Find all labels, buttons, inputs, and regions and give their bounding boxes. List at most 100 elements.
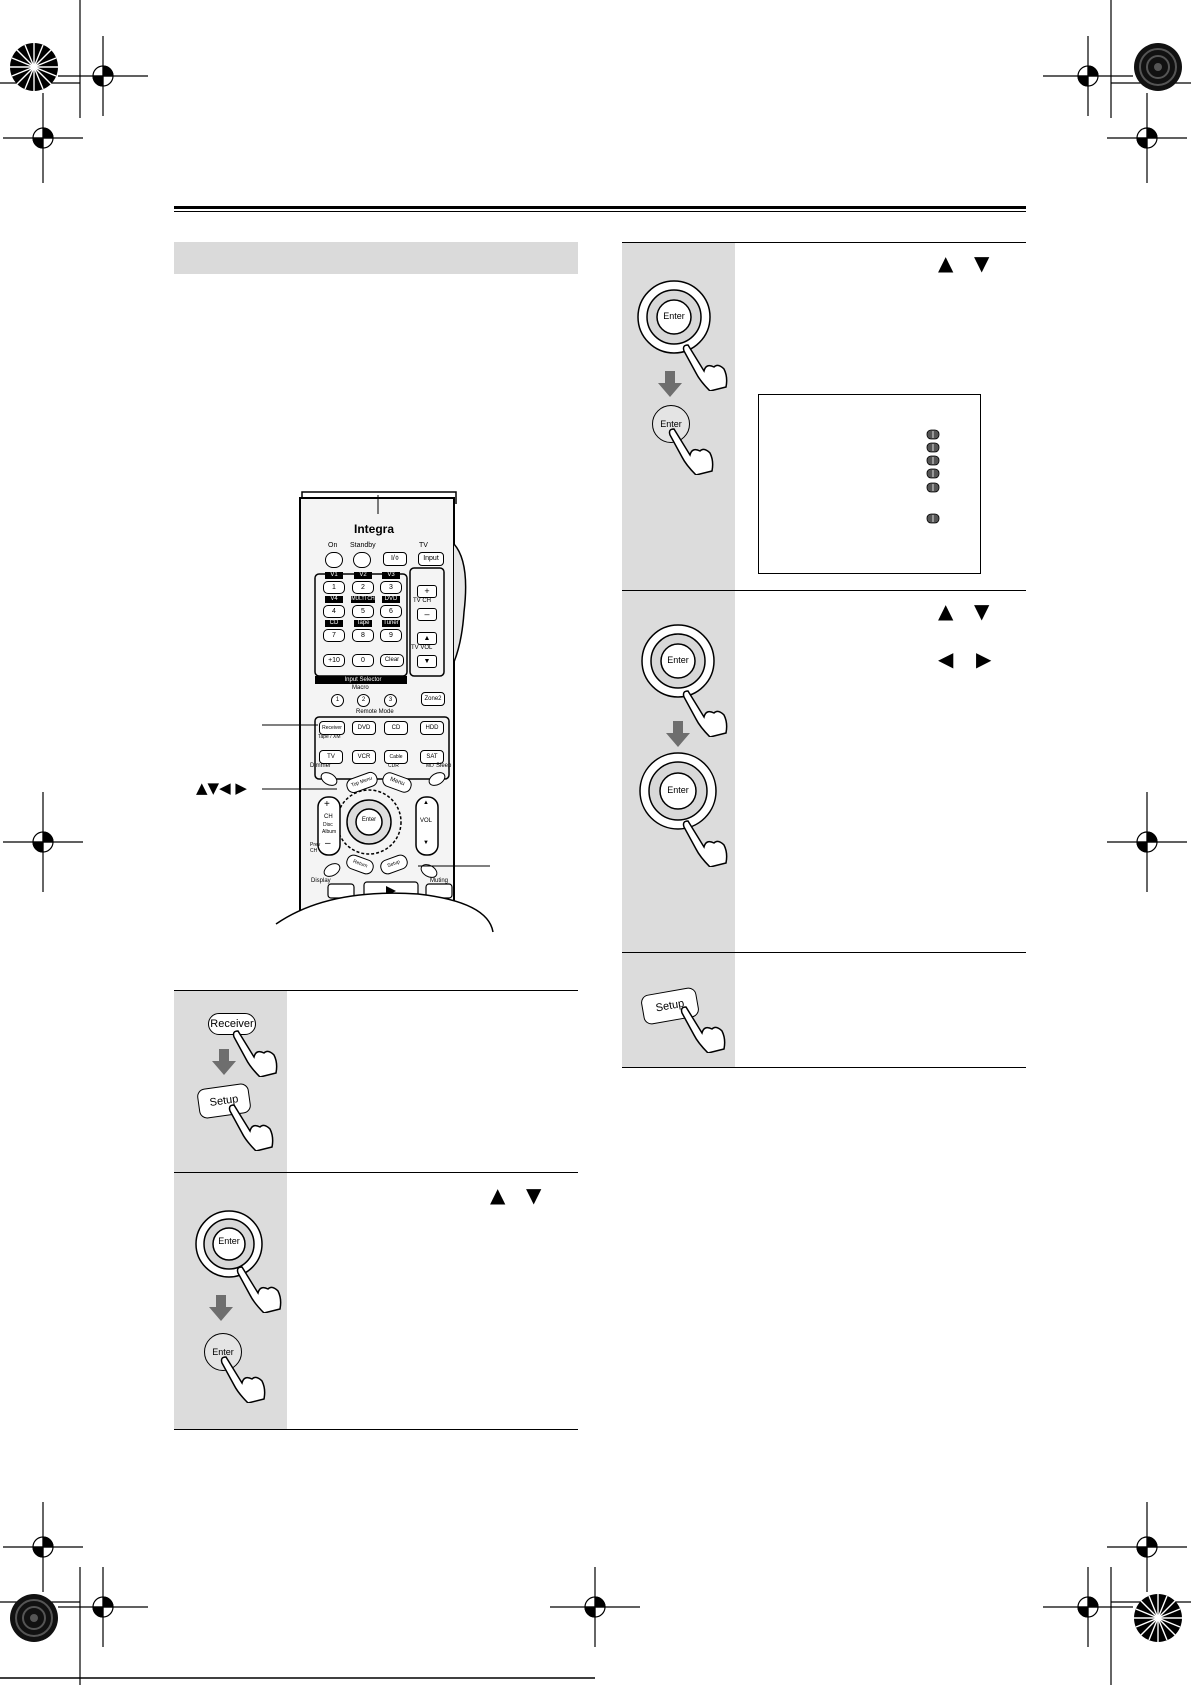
down-arrow-icon	[658, 371, 682, 397]
input-label-multich: MULTI CH	[351, 596, 375, 603]
input-label-v2: V2	[354, 572, 372, 579]
remote-body	[275, 491, 494, 933]
down-arrow-icon	[666, 721, 690, 747]
macro-1[interactable]: 1	[331, 694, 344, 707]
pointing-hand-icon	[680, 1006, 726, 1053]
starburst-target-br	[1134, 1594, 1182, 1642]
key-7[interactable]: 7	[323, 629, 345, 642]
wheel-enter-label: Enter	[663, 311, 685, 321]
sleep-label: Sleep	[436, 763, 452, 769]
mode-hdd-button[interactable]: HDD	[420, 721, 444, 735]
tv-input-button[interactable]: Input	[418, 552, 444, 566]
pointing-hand-icon	[682, 344, 728, 391]
disc-label: Disc	[323, 822, 333, 828]
mode-vcr-button[interactable]: VCR	[352, 750, 376, 764]
ch-minus: –	[325, 838, 331, 849]
muting-label: Muting	[430, 878, 449, 884]
ch-plus: +	[324, 799, 330, 810]
mode-receiver-button[interactable]: Receiver	[319, 721, 345, 735]
mode-tv-button[interactable]: TV	[319, 750, 343, 764]
down-arrow-icon: ▼	[974, 251, 990, 275]
step-3: ▲ ▼ Enter Enter	[622, 242, 1026, 591]
zone2-button[interactable]: Zone2	[421, 692, 445, 706]
receiver-button-illustration: Receiver	[208, 1013, 256, 1035]
input-label-v3: V3	[382, 572, 400, 579]
header-rule	[174, 206, 1026, 209]
tv-ch-down[interactable]: –	[417, 608, 437, 621]
pointing-hand-icon	[232, 1030, 278, 1077]
cursor-wheel	[637, 280, 711, 354]
input-label-dvd: DVD	[382, 596, 400, 603]
wheel-enter-label: Enter	[218, 1236, 240, 1246]
right-arrow-icon: ▶	[976, 647, 992, 671]
key-0[interactable]: 0	[352, 654, 374, 667]
key-8[interactable]: 8	[352, 629, 374, 642]
vol-down-icon: ▼	[423, 840, 429, 846]
on-button[interactable]	[325, 552, 343, 568]
down-arrow-icon	[209, 1295, 233, 1321]
key-1[interactable]: 1	[323, 581, 345, 594]
remote-control: Integra On Standby TV I/⌽ Input V1 V2 V3…	[268, 491, 498, 933]
album-label: Album	[322, 829, 337, 835]
mode-sat-button[interactable]: SAT	[420, 750, 444, 764]
mode-dvd-button[interactable]: DVD	[352, 721, 376, 735]
down-arrow-icon: ▼	[974, 599, 990, 623]
tv-vol-down[interactable]: ▼	[417, 655, 437, 668]
remote-enter-button[interactable]: Enter	[361, 817, 377, 823]
input-selector-label: Input Selector	[344, 677, 382, 683]
osd-adjust-icons	[926, 429, 940, 524]
down-arrow-icon	[212, 1049, 236, 1075]
key-plus10[interactable]: +10	[323, 654, 345, 667]
tv-vol-up[interactable]: ▲	[417, 632, 437, 645]
registration-targets	[3, 36, 1187, 1647]
mode-cable-button[interactable]: Cable	[384, 750, 408, 764]
up-arrow-icon: ▲	[490, 1183, 506, 1207]
display-label: Display	[311, 878, 331, 884]
mode-cd-button[interactable]: CD	[384, 721, 408, 735]
standby-button[interactable]	[353, 552, 371, 568]
starburst-target-tl	[10, 43, 58, 91]
tv-power-button[interactable]: I/⌽	[383, 552, 407, 566]
md-label: MD	[426, 763, 434, 769]
key-5[interactable]: 5	[352, 605, 374, 618]
arrow-keys-callout: ▲▼◀ ▶	[196, 779, 247, 797]
dimmer-label: Dimmer	[310, 763, 331, 769]
standby-label: Standby	[350, 542, 376, 549]
pointing-hand-icon	[668, 428, 714, 475]
tv-vol-label: TV VOL	[411, 645, 433, 651]
key-4[interactable]: 4	[323, 605, 345, 618]
tv-label: TV	[419, 542, 428, 549]
osd-screen	[758, 394, 981, 574]
wheel-enter-label: Enter	[667, 785, 689, 795]
prev-ch-label: Prev CH	[310, 842, 321, 854]
input-label-tape: Tape	[354, 620, 372, 627]
key-2[interactable]: 2	[352, 581, 374, 594]
input-label-v1: V1	[325, 572, 343, 579]
pointing-hand-icon	[228, 1104, 274, 1151]
step-4: ▲ ▼ ◀ ▶ Enter Enter	[622, 590, 1026, 953]
section-heading-bar	[174, 242, 578, 274]
key-6[interactable]: 6	[380, 605, 402, 618]
target-disk-tr	[1134, 43, 1182, 91]
tv-ch-up[interactable]: +	[417, 585, 437, 598]
key-3[interactable]: 3	[380, 581, 402, 594]
target-disk-bl	[10, 1594, 58, 1642]
key-clear[interactable]: Clear	[380, 654, 404, 667]
tv-ch-label: TV CH	[413, 598, 431, 604]
vol-label: VOL	[420, 818, 433, 824]
key-9[interactable]: 9	[380, 629, 402, 642]
cursor-wheel	[641, 624, 715, 698]
macro-2[interactable]: 2	[357, 694, 370, 707]
remote-mode-label: Remote Mode	[356, 709, 394, 715]
on-label: On	[328, 542, 338, 549]
macro-3[interactable]: 3	[384, 694, 397, 707]
vol-up-icon: ▲	[423, 800, 429, 806]
wheel-enter-label: Enter	[667, 655, 689, 665]
cursor-wheel	[195, 1210, 263, 1278]
step-5: Setup	[622, 952, 1026, 1068]
pointing-hand-icon	[682, 690, 728, 737]
up-arrow-icon: ▲	[938, 251, 954, 275]
macro-label: Macro	[352, 685, 369, 691]
input-label-tuner: Tuner	[382, 620, 400, 627]
